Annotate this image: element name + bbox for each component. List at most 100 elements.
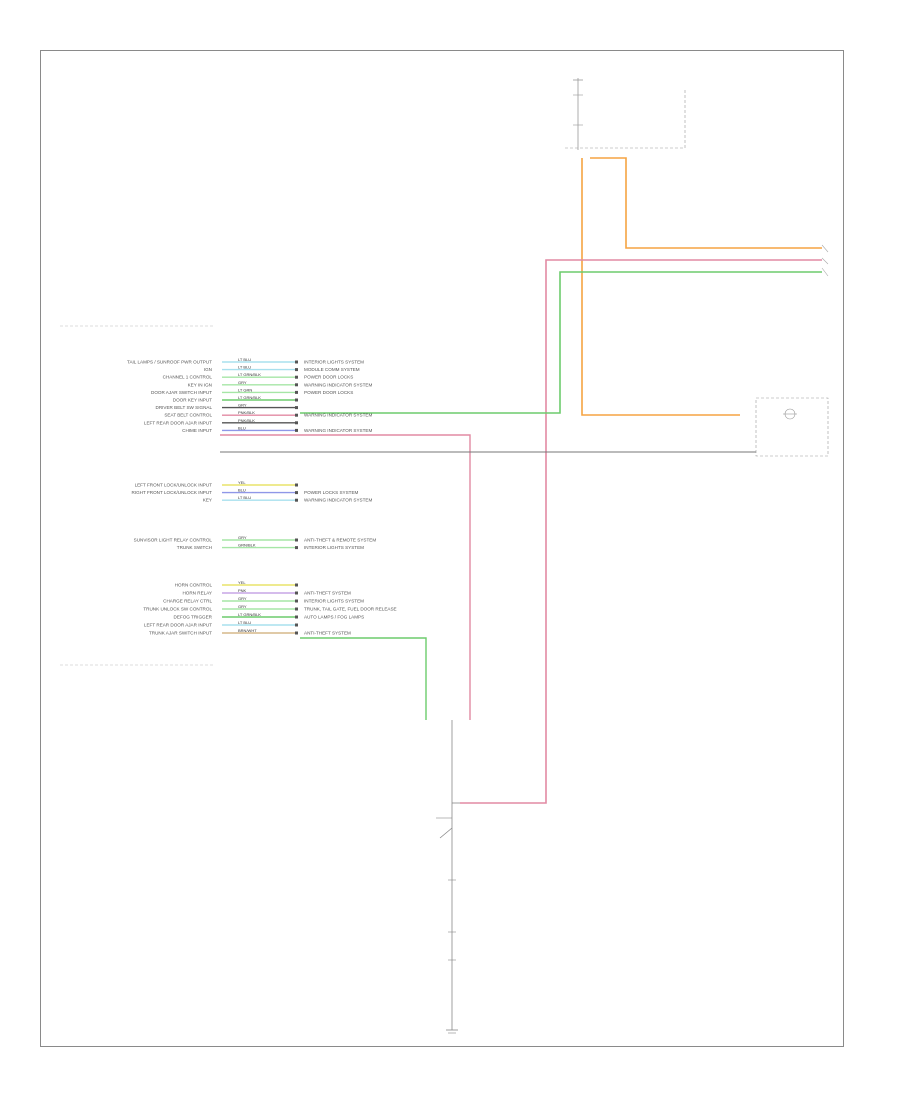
pin-row: DRIVER BELT SW SIGNAL GRY (156, 403, 298, 410)
wire-color-label: GRY (238, 380, 247, 385)
wire-color-label: LT GRN/BLK (238, 612, 261, 617)
pin-destination: WARNING INDICATOR SYSTEM (304, 498, 372, 503)
pin-terminal (295, 591, 298, 595)
pink-wire (220, 259, 822, 804)
pin-label: TRUNK AJAR SWITCH INPUT (149, 631, 212, 636)
wire-color-label: BRN/WHT (238, 628, 257, 633)
pin-destination: WARNING INDICATOR SYSTEM (304, 428, 372, 433)
pin-destination: INTERIOR LIGHTS SYSTEM (304, 599, 364, 604)
pin-destination: INTERIOR LIGHTS SYSTEM (304, 545, 364, 550)
green-wire (300, 271, 822, 720)
pin-label: LEFT REAR DOOR AJAR INPUT (144, 623, 212, 628)
pin-terminal (295, 546, 298, 550)
pin-row: TRUNK UNLOCK SW CONTROL GRY TRUNK, TAIL GA… (143, 604, 396, 612)
pin-label: RIGHT FRONT LOCK/UNLOCK INPUT (132, 490, 213, 495)
pin-terminal (295, 631, 298, 635)
pin-destination: POWER DOOR LOCKS (304, 390, 353, 395)
pin-terminal (295, 483, 298, 487)
pin-terminal (295, 538, 298, 542)
pin-terminal (295, 360, 298, 364)
pin-label: HORN CONTROL (175, 583, 213, 588)
pin-terminal (295, 428, 298, 432)
wire-color-label: PNK/BLK (238, 410, 255, 415)
pin-terminal (295, 623, 298, 627)
pin-row: LEFT FRONT LOCK/UNLOCK INPUT YEL (135, 480, 298, 488)
bottom-switch-chain (436, 720, 460, 1034)
pin-terminal (295, 421, 298, 425)
pin-label: LEFT FRONT LOCK/UNLOCK INPUT (135, 483, 213, 488)
pin-label: IGN (204, 367, 212, 372)
wire-color-label: GRY (238, 403, 247, 408)
pin-label: TRUNK SWITCH (177, 545, 212, 550)
pin-terminal (295, 599, 298, 603)
orange-wire (581, 157, 822, 416)
right-connector (821, 244, 829, 277)
pin-row: HORN CONTROL YEL (175, 580, 298, 588)
pin-row: LEFT REAR DOOR AJAR INPUT PNK/BLK (144, 418, 298, 425)
pin-label: SUNVISOR LIGHT RELAY CONTROL (134, 538, 213, 543)
pin-destination: WARNING INDICATOR SYSTEM (304, 382, 372, 387)
wire-color-label: LT BLU (238, 620, 251, 625)
pin-label: CHANNEL 1 CONTROL (163, 375, 213, 380)
pin-destination: ANTI-THEFT SYSTEM (304, 591, 351, 596)
pin-label: CHIME INPUT (182, 428, 212, 433)
pin-terminal (295, 615, 298, 619)
pin-destination: WARNING INDICATOR SYSTEM (304, 413, 372, 418)
pin-terminal (295, 375, 298, 379)
pin-row: TRUNK SWITCH GRN/BLK INTERIOR LIGHTS SYSTE… (177, 543, 364, 551)
wire-color-label: LT GRN/BLK (238, 395, 261, 400)
pin-destination: POWER DOOR LOCKS (304, 375, 353, 380)
wire-color-label: LT GRN (238, 387, 252, 392)
pin-label: LEFT REAR DOOR AJAR INPUT (144, 420, 212, 425)
pin-destination: INTERIOR LIGHTS SYSTEM (304, 360, 364, 365)
wire-color-label: YEL (238, 480, 246, 485)
top-fuse-block (565, 78, 686, 150)
pin-destination: MODULE COMM SYSTEM (304, 367, 360, 372)
wire-color-label: PNK (238, 588, 247, 593)
wire-color-label: GRY (238, 535, 247, 540)
pin-label: SEAT BELT CONTROL (164, 413, 212, 418)
wire-color-label: LT BLU (238, 365, 251, 370)
passenger-seat-belt-switch (755, 397, 829, 457)
wire-color-label: YEL (238, 580, 246, 585)
pin-row: SEAT BELT CONTROL PNK/BLK WARNING INDICATO… (164, 410, 372, 418)
pin-terminal (295, 583, 298, 587)
pin-label: CHARGE RELAY CTRL (163, 599, 212, 604)
wire-color-label: LT GRN/BLK (238, 372, 261, 377)
pin-terminal (295, 607, 298, 611)
pin-terminal (295, 491, 298, 495)
pin-terminal (295, 406, 298, 410)
pin-label: DEFOG TRIGGER (174, 615, 213, 620)
pin-destination: TRUNK, TAIL GATE, FUEL DOOR RELEASE (304, 607, 397, 612)
pin-row: IGN LT BLU MODULE COMM SYSTEM (204, 365, 360, 373)
pin-row: TRUNK AJAR SWITCH INPUT BRN/WHT ANTI-THEFT… (149, 628, 351, 636)
wire-color-label: PNK/BLK (238, 418, 255, 423)
wire-color-label: BLU (238, 425, 246, 430)
pin-destination: AUTO LAMPS / FOG LAMPS (304, 615, 364, 620)
pin-terminal (295, 383, 298, 387)
pin-terminal (295, 368, 298, 372)
pin-destination: POWER LOCKS SYSTEM (304, 490, 359, 495)
pin-terminal (295, 390, 298, 394)
wire-color-label: GRY (238, 604, 247, 609)
pin-row: LEFT REAR DOOR AJAR INPUT LT BLU (144, 620, 298, 628)
wire-color-label: BLU (238, 488, 246, 493)
pin-label: TRUNK UNLOCK SW CONTROL (143, 607, 212, 612)
diagram-frame (40, 50, 844, 1047)
pin-row: RIGHT FRONT LOCK/UNLOCK INPUT BLU POWER LO… (132, 488, 359, 496)
wire-color-label: LT BLU (238, 357, 251, 362)
wire-color-label: GRN/BLK (238, 543, 256, 548)
pin-destination: ANTI-THEFT SYSTEM (304, 631, 351, 636)
module-boundary (60, 325, 215, 666)
pin-label: DRIVER BELT SW SIGNAL (156, 405, 213, 410)
wire-color-label: GRY (238, 596, 247, 601)
